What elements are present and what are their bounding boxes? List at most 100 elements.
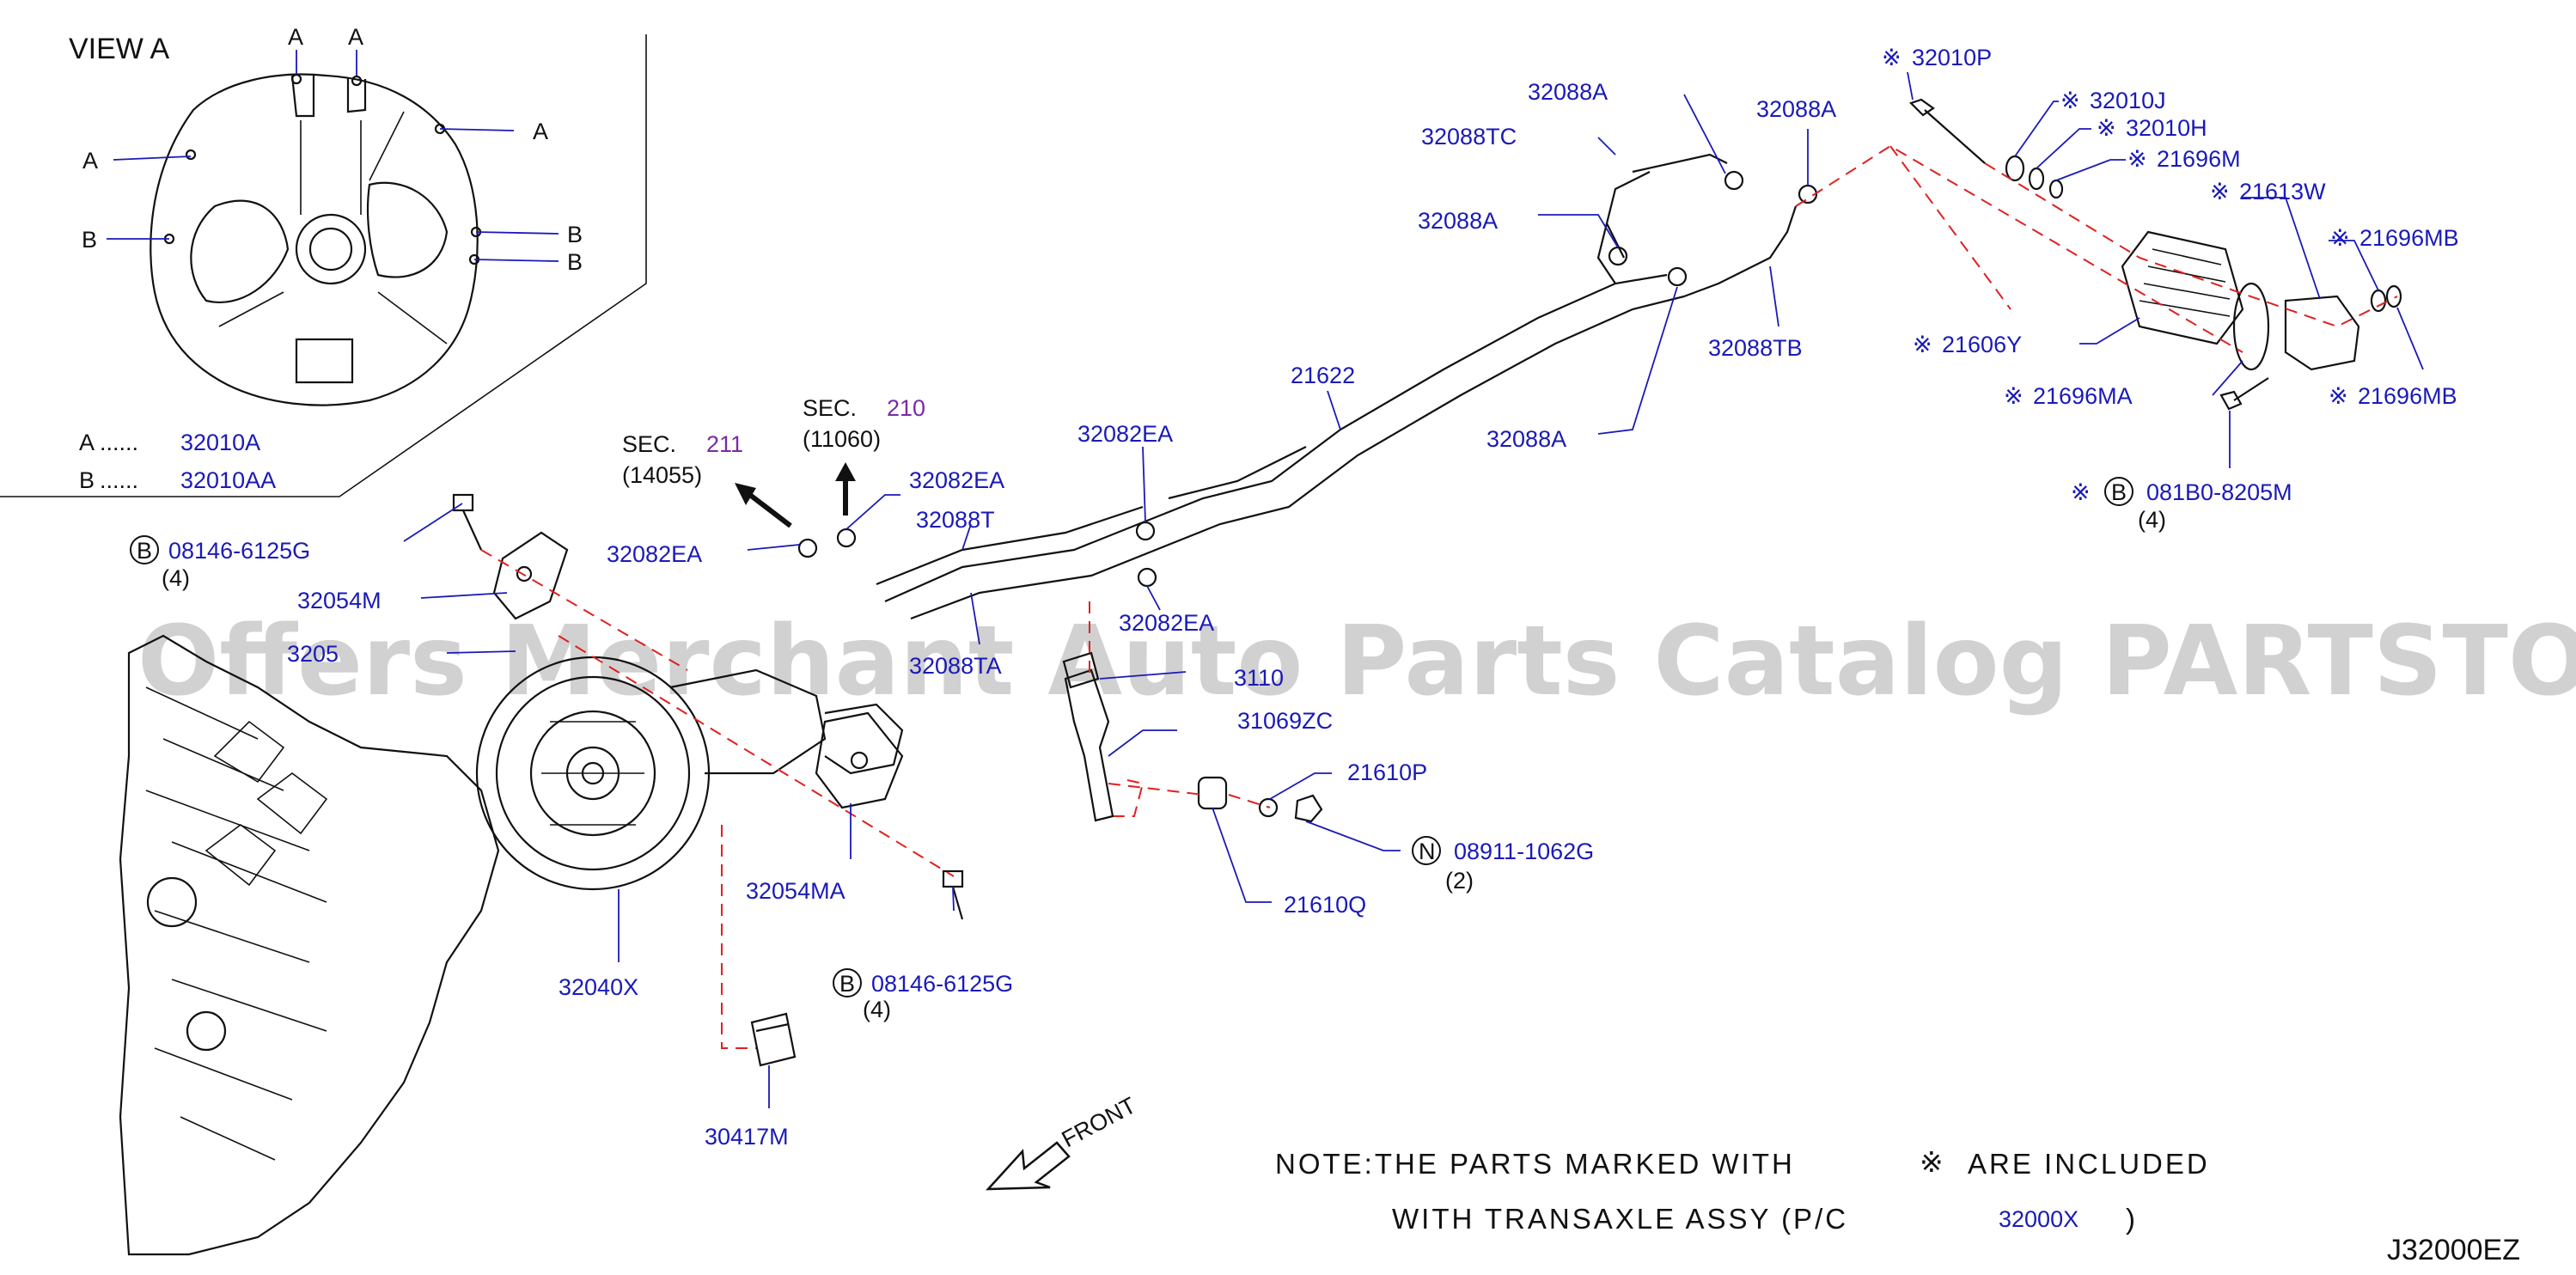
legend-b-part[interactable]: 32010AA	[180, 467, 276, 493]
label-3205-partial[interactable]: 3205	[287, 641, 339, 667]
pipe-21622-lower	[910, 295, 1685, 620]
note-line1-suffix: ARE INCLUDED	[1968, 1148, 2210, 1180]
leader	[1099, 671, 1187, 680]
label-32082EA[interactable]: 32082EA	[909, 467, 1004, 493]
label-08911-1062G[interactable]: 08911-1062G	[1454, 839, 1594, 864]
label-32088TC[interactable]: 32088TC	[1421, 124, 1517, 149]
section-arrowhead-210	[835, 462, 856, 481]
bracket-hole	[516, 565, 533, 583]
label-32088A[interactable]: 32088A	[1528, 79, 1608, 105]
label-32054MA[interactable]: 32054MA	[746, 878, 845, 904]
label-32010P[interactable]: 32010P	[1912, 45, 1992, 70]
clutch-disc	[529, 710, 656, 837]
label-32088T[interactable]: 32088T	[916, 507, 995, 533]
label-21696M[interactable]: 21696M	[2157, 146, 2241, 172]
section-arrowhead-211	[735, 483, 756, 505]
section-211-prefix: SEC.	[622, 431, 676, 457]
section-211-number[interactable]: 211	[706, 431, 743, 457]
asterisk-mark: ※	[2127, 146, 2147, 172]
bolt-081B0	[2219, 377, 2269, 411]
label-21622[interactable]: 21622	[1291, 363, 1355, 388]
label-32082EA[interactable]: 32082EA	[1119, 610, 1214, 636]
engine-outline	[119, 634, 500, 1256]
legend-dots: ......	[100, 430, 138, 455]
note-part-code[interactable]: 32000X	[1999, 1206, 2079, 1232]
clamp-32088A	[1667, 266, 1688, 287]
asterisk-mark: ※	[2097, 115, 2116, 141]
circled-b-icon	[130, 535, 159, 564]
leader-lines	[403, 71, 2424, 1108]
section-210-code: (11060)	[803, 426, 881, 452]
label-21613W[interactable]: 21613W	[2239, 179, 2326, 204]
label-32054M[interactable]: 32054M	[297, 588, 382, 613]
dash-cooler	[1795, 144, 2243, 353]
label-21606Y[interactable]: 21606Y	[1942, 332, 2022, 357]
label-32082EA[interactable]: 32082EA	[607, 541, 702, 567]
dash-cooler-axis	[1984, 162, 2398, 328]
pipe-21622-upper	[884, 273, 1668, 603]
view-a-border	[0, 34, 647, 497]
pipe-32088T	[876, 505, 1144, 586]
label-31069ZC[interactable]: 31069ZC	[1237, 708, 1333, 734]
flywheel-ring	[495, 675, 691, 871]
hose-32088TB	[1683, 205, 1798, 298]
cooler-core-21606Y	[2121, 230, 2244, 345]
bolt-32010P-head	[1908, 98, 1935, 117]
qty-08146: (4)	[162, 565, 190, 591]
label-08146-6125G[interactable]: 08146-6125G	[168, 538, 310, 564]
label-32010J[interactable]: 32010J	[2090, 88, 2166, 113]
circled-b-letter: B	[137, 538, 152, 564]
label-21610Q[interactable]: 21610Q	[1284, 892, 1366, 918]
label-32088A[interactable]: 32088A	[1418, 208, 1498, 234]
label-32082EA[interactable]: 32082EA	[1077, 421, 1173, 447]
input-shaft-boss	[295, 213, 367, 285]
circled-b-letter: B	[839, 971, 855, 997]
label-21610P[interactable]: 21610P	[1347, 760, 1427, 785]
label-32040X[interactable]: 32040X	[559, 974, 638, 1000]
bracket-31069ZC	[1064, 668, 1114, 822]
leader	[446, 650, 516, 654]
label-21696MA[interactable]: 21696MA	[2033, 383, 2133, 409]
clamp-32082EA	[1135, 521, 1156, 541]
label-08146-6125G[interactable]: 08146-6125G	[871, 971, 1013, 997]
transaxle-extension	[824, 703, 904, 775]
label-32088A[interactable]: 32088A	[1756, 96, 1836, 122]
note-line2: WITH TRANSAXLE ASSY (P/C	[1392, 1203, 1848, 1235]
label-081B0-8205M[interactable]: 081B0-8205M	[2146, 479, 2292, 505]
legend-a-part[interactable]: 32010A	[180, 430, 260, 455]
part-30417M	[750, 1012, 797, 1067]
alignment-lines	[480, 144, 2398, 1049]
leader	[1597, 137, 1616, 156]
view-a-inset: VIEW A A A A A B B B A ...... 32010A B .…	[0, 24, 647, 497]
label-32088TB[interactable]: 32088TB	[1708, 335, 1803, 361]
label-32088A[interactable]: 32088A	[1486, 426, 1566, 452]
label-32010H[interactable]: 32010H	[2126, 115, 2207, 141]
label-30417M[interactable]: 30417M	[705, 1124, 789, 1150]
bolt-hole	[185, 149, 197, 161]
note: NOTE:THE PARTS MARKED WITH ※ ARE INCLUDE…	[1275, 1146, 2210, 1235]
diagram-code: J32000EZ	[2387, 1234, 2520, 1266]
leader	[970, 592, 980, 645]
bellhousing-tabs	[290, 75, 367, 118]
oil-cooler	[1908, 98, 2402, 411]
asterisk-mark: ※	[2060, 88, 2080, 113]
leader	[2036, 128, 2091, 169]
note-line1: NOTE:THE PARTS MARKED WITH	[1275, 1148, 1795, 1180]
input-shaft-hole	[308, 227, 353, 271]
section-210-number[interactable]: 210	[887, 395, 925, 421]
leader	[747, 544, 800, 551]
circled-b-letter: B	[2111, 479, 2127, 505]
qty-08911: (2)	[1445, 868, 1474, 894]
label-32088TA-partial[interactable]: 32088TA	[909, 653, 1002, 679]
clamp-32082EA	[1137, 567, 1157, 588]
clamp-32088A	[1724, 170, 1744, 191]
washer-32010H	[2028, 167, 2045, 191]
label-21696MB[interactable]: 21696MB	[2359, 225, 2459, 251]
label-3110-partial[interactable]: 3110	[1234, 665, 1284, 691]
asterisk-mark: ※	[2004, 383, 2024, 409]
label-21696MB[interactable]: 21696MB	[2358, 383, 2457, 409]
leader	[2212, 360, 2243, 396]
clamp-32082EA	[797, 538, 818, 558]
circled-n-letter: N	[1419, 839, 1436, 864]
